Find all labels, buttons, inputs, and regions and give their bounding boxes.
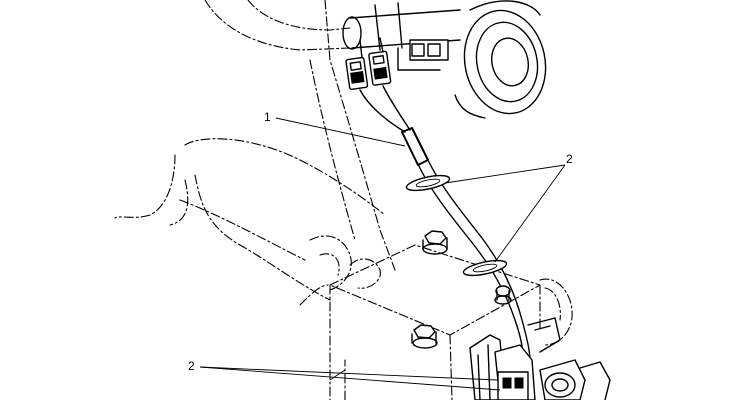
- bolt-front: [411, 324, 438, 349]
- leader-lines: [199, 117, 566, 391]
- phantom-manifold-block: [329, 244, 573, 400]
- cable-tie-upper: [405, 174, 451, 192]
- upper-pipe-elbow: [342, 2, 461, 71]
- callout-item-2-upper: 2: [566, 152, 573, 166]
- callout-item-1: 1: [264, 110, 271, 124]
- sensor-assembly: [469, 317, 611, 400]
- callout-item-2-lower: 2: [188, 359, 195, 373]
- bolt-right: [494, 285, 512, 305]
- phantom-upper-pipe: [204, 0, 396, 271]
- flange: [454, 0, 547, 119]
- bolt-top: [422, 230, 448, 255]
- cable-tie-middle: [462, 259, 508, 277]
- wiring-harness: [359, 85, 532, 379]
- phantom-left-hose: [114, 138, 386, 306]
- harness-connector-pair: [345, 37, 392, 90]
